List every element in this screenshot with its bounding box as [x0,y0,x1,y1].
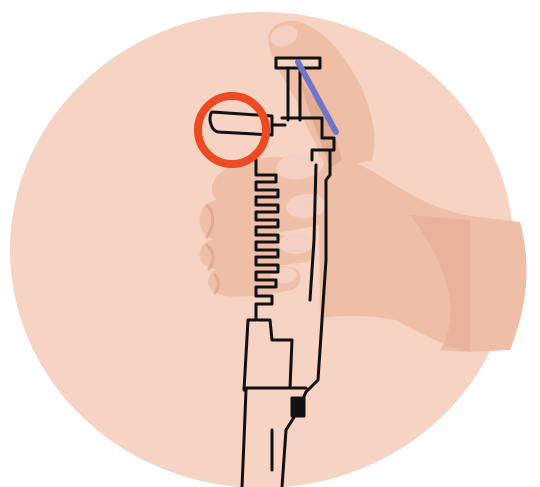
pipette-grip-illustration [0,0,540,487]
